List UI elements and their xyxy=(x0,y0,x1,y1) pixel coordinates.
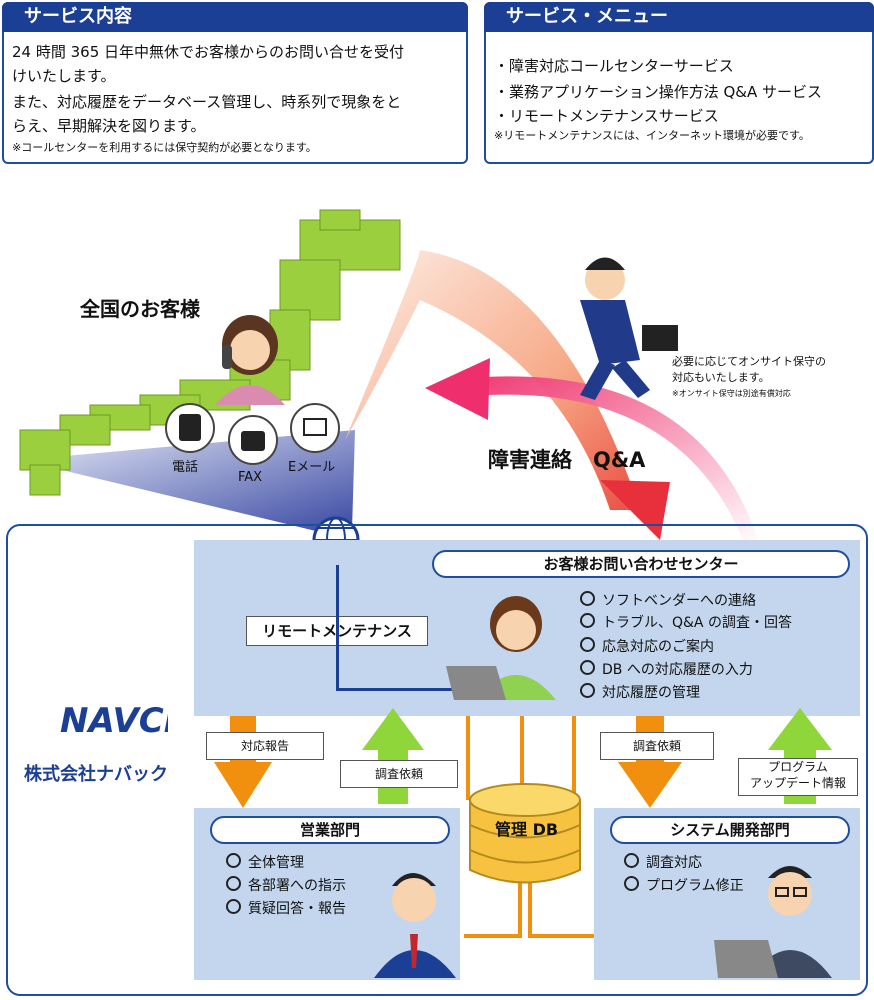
inquiry-arrow-label: 障害連絡 Q&A xyxy=(488,448,646,472)
flow-update-line-1: プログラム xyxy=(768,760,828,774)
operator-illustration xyxy=(446,596,556,700)
onsite-arc xyxy=(470,376,760,545)
onsite-line-2: 対応もいたします。 xyxy=(672,371,770,384)
sales-item: 各部署への指示 xyxy=(226,875,346,897)
flow-request-right-label: 調査依頼 xyxy=(600,732,714,760)
service-content-line: らえ、早期解決を図ります。 xyxy=(12,117,206,135)
call-center-item: 対応履歴の管理 xyxy=(580,682,700,704)
svg-text:NAVCII: NAVCII xyxy=(60,701,168,741)
sysdev-item: プログラム修正 xyxy=(624,875,744,897)
request-up-arrow xyxy=(362,708,424,804)
onsite-note: ※オンサイト保守は別途有償対応 xyxy=(672,389,791,398)
phone-icon xyxy=(165,403,215,453)
company-frame xyxy=(6,524,868,996)
email-icon xyxy=(290,403,340,453)
onsite-line-1: 必要に応じてオンサイト保守の xyxy=(672,355,826,368)
call-center-item: ソフトベンダーへの連絡 xyxy=(580,590,756,612)
sales-title: 営業部門 xyxy=(210,816,450,844)
db-network xyxy=(464,716,596,938)
report-arrow xyxy=(214,716,272,808)
flow-update-line-2: アップデート情報 xyxy=(749,776,846,790)
service-menu-note: ※リモートメンテナンスには、インターネット環境が必要です。 xyxy=(494,129,810,142)
flow-request-left-label: 調査依頼 xyxy=(340,760,458,788)
globe-to-laptop-line xyxy=(336,565,339,690)
sales-person-illustration xyxy=(374,873,456,978)
call-center-item: トラブル、Q&A の調査・回答 xyxy=(580,612,792,634)
technician-running-illustration xyxy=(580,257,678,400)
contact-phone-label: 電話 xyxy=(172,460,199,475)
company-name: 株式会社ナバック xyxy=(24,764,168,785)
service-menu-item: ・リモートメンテナンスサービス xyxy=(494,107,719,125)
customer-woman-illustration xyxy=(215,315,285,405)
sysdev-title: システム開発部門 xyxy=(610,816,850,844)
database-cylinder-icon xyxy=(469,783,581,884)
call-center-item: DB への対応履歴の入力 xyxy=(580,659,753,681)
contact-email-label: Eメール xyxy=(288,460,336,475)
sysdev-item: 調査対応 xyxy=(624,852,702,874)
service-menu-item: ・業務アプリケーション操作方法 Q&A サービス xyxy=(494,83,823,101)
service-menu-panel: サービス・メニュー ・障害対応コールセンターサービス ・業務アプリケーション操作… xyxy=(484,2,874,164)
onsite-arrowhead xyxy=(425,358,490,420)
service-content-line: 24 時間 365 日年中無休でお客様からのお問い合せを受付 xyxy=(12,43,405,61)
sales-item: 質疑回答・報告 xyxy=(226,898,346,920)
company-logo: NAVCII xyxy=(60,701,168,741)
db-label: 管理 DB xyxy=(495,820,559,839)
service-content-panel: サービス内容 24 時間 365 日年中無休でお客様からのお問い合せを受付 けい… xyxy=(2,2,468,164)
developer-illustration xyxy=(714,866,832,978)
service-menu-title: サービス・メニュー xyxy=(484,2,874,32)
contact-fax-label: FAX xyxy=(238,470,263,485)
customers-label: 全国のお客様 xyxy=(80,297,200,321)
call-center-title: お客様お問い合わせセンター xyxy=(432,550,850,578)
globe-to-laptop-line-h xyxy=(336,688,460,691)
service-content-line: けいたします。 xyxy=(12,67,116,85)
fax-icon xyxy=(228,415,278,465)
service-menu-item: ・障害対応コールセンターサービス xyxy=(494,57,734,75)
request-down-arrow xyxy=(618,716,682,808)
call-center-item: 応急対応のご案内 xyxy=(580,636,714,658)
service-content-line: また、対応履歴をデータベース管理し、時系列で現象をと xyxy=(12,93,402,111)
service-content-note: ※コールセンターを利用するには保守契約が必要となります。 xyxy=(12,141,317,154)
flow-report-label: 対応報告 xyxy=(206,732,324,760)
sales-item: 全体管理 xyxy=(226,852,304,874)
flow-update-label: プログラム アップデート情報 xyxy=(738,758,858,796)
service-content-title: サービス内容 xyxy=(2,2,468,32)
